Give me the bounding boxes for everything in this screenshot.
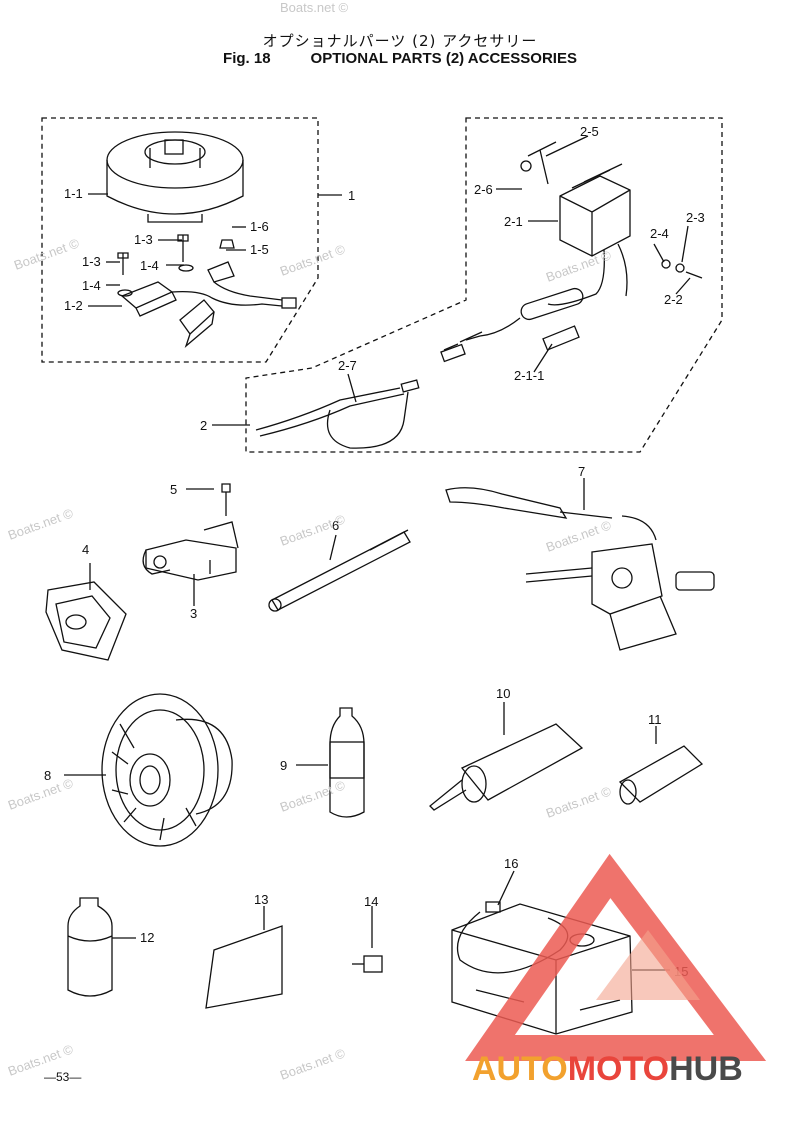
watermark: Boats.net © (278, 1045, 348, 1083)
callout-1-4a: 1-4 (82, 278, 101, 293)
starter-pulley-drawing (101, 693, 233, 847)
screws-group-1 (117, 234, 235, 297)
automotohub-logo: AUTOMOTOHUB (472, 1050, 743, 1089)
callout-2-5: 2-5 (580, 124, 599, 139)
small-tube-drawing (618, 745, 704, 805)
callout-4: 4 (82, 542, 89, 557)
callout-9: 9 (280, 758, 287, 773)
hose-fitting-drawing (352, 955, 383, 973)
watermark: Boats.net © (6, 505, 76, 543)
page-number: —53— (44, 1070, 82, 1084)
wire-harness-drawing (255, 379, 420, 449)
callout-13: 13 (254, 892, 268, 907)
throttle-grip-drawing (445, 487, 715, 651)
stator-plate-drawing (106, 131, 244, 223)
callout-1-6: 1-6 (250, 219, 269, 234)
callout-1-4b: 1-4 (140, 258, 159, 273)
callout-2-1-1: 2-1-1 (514, 368, 544, 383)
callout-2-6: 2-6 (474, 182, 493, 197)
callout-2-7: 2-7 (338, 358, 357, 373)
callout-2-2: 2-2 (664, 292, 683, 307)
watermark: Boats.net © (544, 783, 614, 821)
callout-11: 11 (648, 712, 662, 727)
callout-6: 6 (332, 518, 339, 533)
logo-text-auto: AUTO (472, 1050, 568, 1088)
group-1-box (41, 117, 319, 363)
callout-14: 14 (364, 894, 378, 909)
watermark: Boats.net © (278, 777, 348, 815)
group-2-box (245, 117, 723, 453)
figure-label: Fig. 18 (223, 50, 271, 67)
callout-1: 1 (348, 188, 355, 203)
coil-assembly-drawing (120, 261, 297, 348)
screw-5 (221, 483, 231, 516)
paint-can-drawing (67, 897, 113, 997)
parts-bag-drawing (205, 925, 283, 1009)
callout-1-5: 1-5 (250, 242, 269, 257)
title-english: Fig. 18 OPTIONAL PARTS (2) ACCESSORIES (0, 50, 800, 67)
callout-3: 3 (190, 606, 197, 621)
callout-2: 2 (200, 418, 207, 433)
callout-1-3a: 1-3 (134, 232, 153, 247)
watermark: Boats.net © (278, 241, 348, 279)
figure-title: OPTIONAL PARTS (2) ACCESSORIES (310, 50, 577, 67)
watermark: Boats.net © (280, 0, 349, 15)
watermark: Boats.net © (544, 517, 614, 555)
oil-bottle-drawing (329, 707, 365, 818)
callout-labels: 1-1 1-2 1-3 1-3 1-4 1-4 1-5 1-6 1 2-1 2-… (44, 124, 705, 979)
callout-7: 7 (578, 464, 585, 479)
callout-1-1: 1-1 (64, 186, 83, 201)
bracket-drawing (142, 521, 239, 581)
callout-2-3: 2-3 (686, 210, 705, 225)
tiller-handle-drawing (268, 529, 411, 612)
leader-lines (64, 135, 691, 971)
callout-1-3b: 1-3 (82, 254, 101, 269)
watermark: Boats.net © (12, 235, 82, 273)
callout-16: 16 (504, 856, 518, 871)
callout-2-4: 2-4 (650, 226, 669, 241)
automotohub-logo-icon (465, 853, 767, 1061)
grease-tube-drawing (429, 723, 584, 811)
callout-12: 12 (140, 930, 154, 945)
watermark: Boats.net © (6, 775, 76, 813)
mounting-plate-drawing (45, 581, 127, 661)
callout-2-1: 2-1 (504, 214, 523, 229)
callout-1-2: 1-2 (64, 298, 83, 313)
regulator-drawing (440, 141, 703, 363)
callout-8: 8 (44, 768, 51, 783)
logo-text-moto: MOTO (567, 1050, 670, 1088)
logo-text-hub: HUB (669, 1050, 743, 1088)
callout-10: 10 (496, 686, 510, 701)
title-japanese: オプショナルパーツ (2) アクセサリー (262, 32, 538, 50)
callout-5: 5 (170, 482, 177, 497)
